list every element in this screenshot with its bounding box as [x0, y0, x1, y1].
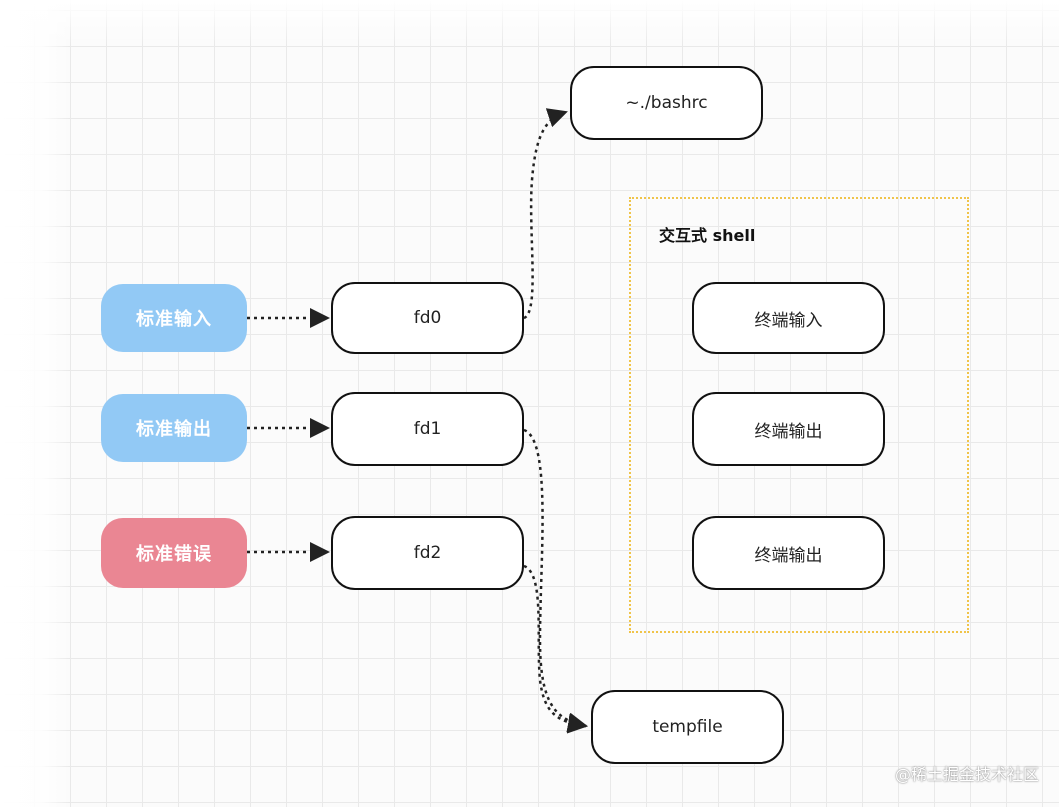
interactive-shell-title: 交互式 shell — [659, 226, 756, 245]
edge-fd0-bashrc — [523, 108, 568, 320]
node-terminal-input: 终端输入 — [692, 282, 885, 354]
node-terminal-output-2: 终端输出 — [692, 516, 885, 590]
edge-fd2-tempfile — [523, 564, 588, 734]
interactive-shell-group — [629, 197, 969, 633]
canvas-fade-left — [0, 0, 70, 807]
edge-fd1-tempfile — [523, 428, 588, 733]
node-stdout: 标准输出 — [101, 394, 247, 462]
node-stdin: 标准输入 — [101, 284, 247, 352]
node-fd2: fd2 — [331, 516, 524, 590]
node-fd1: fd1 — [331, 392, 524, 466]
node-terminal-output-1: 终端输出 — [692, 392, 885, 466]
canvas-fade-top — [0, 0, 1059, 45]
node-tempfile: tempfile — [591, 690, 784, 764]
node-fd0: fd0 — [331, 282, 524, 354]
node-stderr: 标准错误 — [101, 518, 247, 588]
watermark: @稀土掘金技术社区 — [894, 765, 1039, 784]
node-bashrc: ~./bashrc — [570, 66, 763, 140]
